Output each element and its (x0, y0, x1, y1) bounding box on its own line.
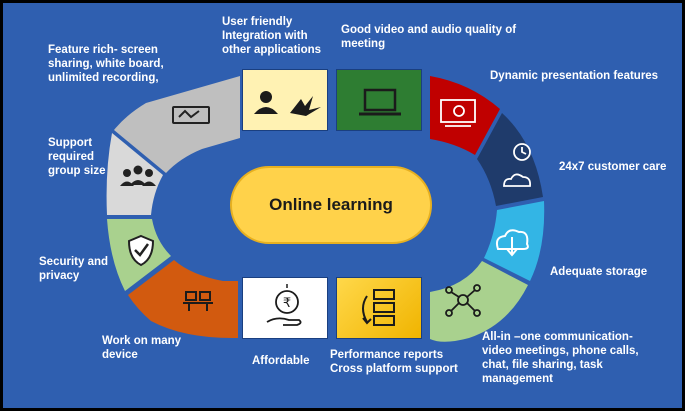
segment-feature-rich (114, 76, 240, 173)
segment-customer-care (477, 113, 543, 206)
network-hub-icon (445, 284, 481, 317)
diagram-art (106, 76, 545, 342)
label-video-quality: Good video and audio quality of meeting (341, 24, 517, 50)
cloud-download-icon (495, 229, 529, 257)
label-many-device: Work on many device (102, 335, 182, 361)
label-customer-care: 24x7 customer care (559, 161, 667, 173)
whiteboard-icon (172, 106, 210, 124)
presentation-screen-icon (440, 99, 476, 127)
svg-text:₹: ₹ (283, 296, 291, 311)
box-affordable: ₹ (242, 277, 328, 339)
label-security: Security and privacy (39, 256, 109, 282)
box-user-friendly (242, 69, 328, 131)
label-performance: Performance reports Cross platform suppo… (330, 349, 458, 375)
segment-group-size (106, 133, 163, 215)
label-storage: Adequate storage (550, 266, 648, 278)
label-user-friendly: User friendly Integration with other app… (222, 16, 322, 56)
box-video-quality (336, 69, 422, 131)
segment-security (107, 219, 171, 291)
label-affordable: Affordable (252, 355, 310, 367)
devices-icon (183, 291, 213, 311)
label-group-size: Support required group size (48, 137, 106, 177)
label-all-in-one: All-in –one communication- video meeting… (482, 331, 639, 385)
clock-cloud-icon (503, 143, 532, 187)
segment-storage (484, 201, 545, 281)
box-performance (336, 277, 422, 339)
label-feature-rich: Feature rich- screen sharing, white boar… (48, 44, 164, 84)
group-icon (120, 165, 156, 186)
segment-all-in-one (430, 261, 528, 342)
user-integration-icon (254, 91, 321, 116)
diagram-canvas: ₹ Online learning Feature rich- screen s… (3, 3, 682, 408)
rupee-hand-icon: ₹ (266, 284, 302, 326)
center-title: Online learning (230, 166, 432, 244)
laptop-icon (359, 88, 401, 116)
report-list-icon (362, 289, 395, 326)
segment-many-device (128, 260, 238, 339)
segment-presentation (430, 76, 500, 155)
label-presentation: Dynamic presentation features (490, 70, 659, 82)
shield-check-icon (127, 234, 155, 267)
